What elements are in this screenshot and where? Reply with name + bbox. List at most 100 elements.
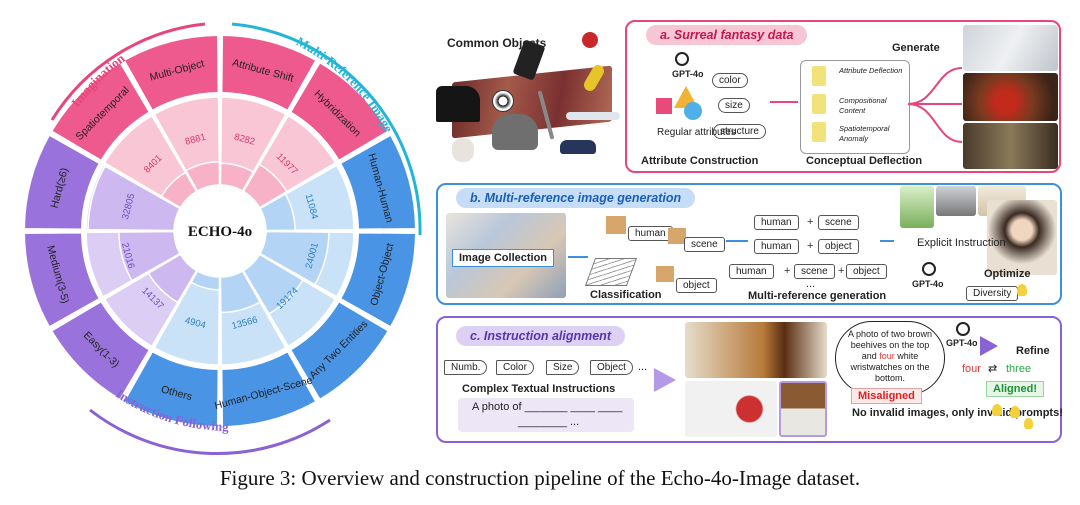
car-icon [560,140,596,154]
aligned-badge: Aligned! [986,381,1044,397]
wheel-category-object-object [338,231,417,329]
generated-ship-image [963,123,1058,169]
wheel-count-bar-attribute-shift [219,162,255,192]
piano-icon [436,86,480,122]
wheel-category-hard-6 [23,133,102,231]
attr-tag-color: color [712,73,748,88]
generated-tomato-image [963,73,1058,121]
box-icon-human [606,216,626,234]
common-objects-label: Common Objects [447,36,547,50]
combo-ellipsis: ... [806,278,816,290]
deflection-spatiotemporal: Spatiotemporal Anomaly [839,124,890,143]
panel-b-arrow-3 [880,240,894,242]
plus-sign: + [838,265,845,277]
bubble-text: A photo of two brown beehives on the top… [847,329,933,383]
panel-c-title: c. Instruction alignment [456,326,625,346]
wheel-category-medium-3-5 [23,231,102,329]
wheel-count-bar-multi-object [184,160,221,192]
wheel-count-bar-hard-6 [87,165,181,232]
panel-a-title: a. Surreal fantasy data [646,25,808,45]
panel-c-arrow-1 [654,368,676,392]
generated-banana-image [963,25,1058,71]
wheel-category-multi-object [122,34,220,113]
deflection-attribute: Attribute Deflection [839,66,903,75]
speech-bubble [835,321,945,395]
figure-caption: Figure 3: Overview and construction pipe… [219,466,861,490]
common-objects-collage [432,32,622,170]
reference-speaker-image [936,186,976,216]
swap-icon: ⇄ [988,363,998,375]
wheel-category-others [122,349,220,428]
panel-b-arrow-2 [726,240,748,242]
deflection-compositional: Compositional Content [839,96,887,115]
plus-sign: + [807,216,814,228]
class-scene: scene [684,237,725,252]
classification-label: Classification [590,289,662,301]
airplane-icon [566,112,620,120]
lightbulb-icon [992,404,1002,416]
cat-icon [452,138,474,162]
generate-branch-arrows [907,67,963,143]
tag-ellipsis: ... [638,361,648,373]
wheel-center-disc [178,189,262,273]
wheel-category-attribute-shift [220,34,318,113]
attribute-shapes-icon [654,84,708,124]
box-icon-scene [668,228,686,244]
lightbulb-icon [1024,418,1033,429]
apple-icon [582,32,598,48]
attr-tag-structure: structure [713,124,766,139]
optimize-label: Optimize [984,268,1031,280]
tag-color: Color [496,360,534,375]
combo2-object: object [818,239,859,254]
openai-icon [675,52,689,66]
no-invalid-images-note: No invalid images, only invalid prompts! [852,407,1063,419]
elephant-icon [492,114,538,150]
wheel-category-human-object-scene [220,349,318,428]
class-object: object [676,278,717,293]
tools-violin-image [685,322,827,378]
panel-a-arrow-1 [770,101,798,103]
panel-c-gpt-label: GPT-4o [946,338,978,348]
instruction-following-arc [89,408,331,456]
combo3-object: object [846,264,887,279]
panel-b-arrow-1 [568,256,588,258]
wheel-count-bar-others [190,270,221,291]
wheel-category-easy-1-3 [49,299,152,402]
complex-instructions-label: Complex Textual Instructions [462,383,616,395]
tag-size: Size [546,360,580,375]
diversity-tag: Diversity [966,286,1019,301]
panel-a-gpt-label: GPT-4o [672,69,704,79]
wheel-category-any-two-entities [288,299,391,402]
panel-b-gpt-label: GPT-4o [912,279,944,289]
deflection-icon-2 [812,94,826,114]
panel-c-arrow-2 [980,336,998,356]
wheel-count-multi-object: 8881 [184,132,207,148]
panel-b-title: b. Multi-reference image generation [456,188,696,208]
refine-old-number: four [962,363,981,375]
refine-new-number: three [1006,363,1032,375]
wheel-count-bar-hybridization [242,163,288,209]
tag-numb: Numb. [444,360,488,375]
misaligned-badge: Misaligned [851,388,922,404]
wheel-count-bar-easy-1-3 [147,253,198,304]
wheel-count-bar-human-object-scene [219,270,262,314]
wheel-count-bar-object-object [259,230,330,286]
openai-icon [922,262,936,276]
combo3-human: human [729,264,774,279]
wheel-count-bar-spatiotemporal [160,171,198,209]
wheel-category-human-human [338,133,417,231]
class-human: human [628,226,673,241]
deflection-icon-1 [812,66,826,86]
template-line-2: ________ ... [518,416,580,428]
refine-label: Refine [1016,345,1050,357]
box-icon-object [656,266,674,282]
ball-icon [492,90,514,112]
lightbulb-icon [1017,284,1027,296]
lightbulb-icon [1010,406,1020,418]
wheel-count-others: 4904 [184,315,207,331]
wheel-count-bar-medium-3-5 [118,230,181,282]
explicit-instruction-label: Explicit Instruction [917,237,1006,249]
wheel-category-hybridization [288,60,391,163]
conceptual-deflection-label: Conceptual Deflection [806,155,923,167]
generate-label: Generate [892,42,940,54]
